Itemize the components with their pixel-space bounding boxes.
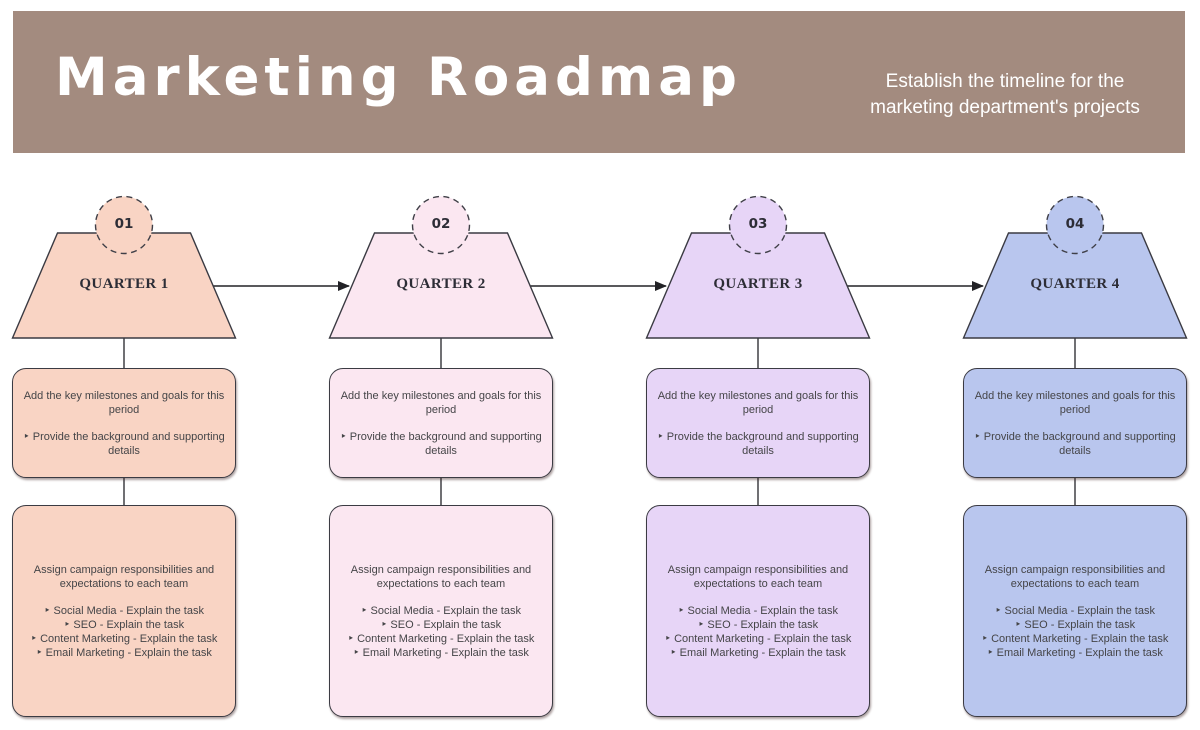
responsibilities-bullet: ‣ Social Media - Explain the task bbox=[44, 604, 204, 617]
responsibilities-bullet: ‣ Content Marketing - Explain the task bbox=[347, 632, 535, 645]
page-subtitle-line2: marketing department's projects bbox=[870, 97, 1140, 118]
quarter-1-milestones-box: Add the key milestones and goals for thi… bbox=[12, 368, 236, 478]
quarter-3-responsibilities-box: Assign campaign responsibilities and exp… bbox=[646, 505, 870, 717]
quarter-4-number-circle bbox=[1045, 195, 1105, 255]
milestones-heading: Add the key milestones and goals for thi… bbox=[23, 389, 225, 416]
milestones-heading: Add the key milestones and goals for thi… bbox=[657, 389, 859, 416]
responsibilities-bullet: ‣ Email Marketing - Explain the task bbox=[353, 646, 529, 659]
quarter-2-milestones-box: Add the key milestones and goals for thi… bbox=[329, 368, 553, 478]
milestones-heading: Add the key milestones and goals for thi… bbox=[974, 389, 1176, 416]
responsibilities-bullet: ‣ Social Media - Explain the task bbox=[678, 604, 838, 617]
responsibilities-heading: Assign campaign responsibilities and exp… bbox=[667, 563, 849, 590]
quarter-2-number: 02 bbox=[431, 216, 451, 232]
responsibilities-bullet: ‣ Social Media - Explain the task bbox=[361, 604, 521, 617]
responsibilities-heading: Assign campaign responsibilities and exp… bbox=[984, 563, 1166, 590]
responsibilities-bullet: ‣ Social Media - Explain the task bbox=[995, 604, 1155, 617]
quarter-3-number-circle bbox=[728, 195, 788, 255]
responsibilities-bullet: ‣ SEO - Explain the task bbox=[1014, 618, 1136, 631]
quarter-4-milestones-box: Add the key milestones and goals for thi… bbox=[963, 368, 1187, 478]
milestones-heading: Add the key milestones and goals for thi… bbox=[340, 389, 542, 416]
quarter-2-number-circle bbox=[411, 195, 471, 255]
quarter-4-number: 04 bbox=[1065, 216, 1085, 232]
quarter-1-label: QUARTER 1 bbox=[79, 276, 169, 292]
quarter-2-responsibilities-box: Assign campaign responsibilities and exp… bbox=[329, 505, 553, 717]
milestones-bullet: ‣ Provide the background and supporting … bbox=[974, 430, 1176, 457]
quarter-3-label: QUARTER 3 bbox=[713, 276, 803, 292]
quarter-4-responsibilities-box: Assign campaign responsibilities and exp… bbox=[963, 505, 1187, 717]
responsibilities-bullet: ‣ SEO - Explain the task bbox=[697, 618, 819, 631]
milestones-bullet: ‣ Provide the background and supporting … bbox=[657, 430, 859, 457]
responsibilities-bullet: ‣ SEO - Explain the task bbox=[63, 618, 185, 631]
milestones-bullet: ‣ Provide the background and supporting … bbox=[340, 430, 542, 457]
quarter-1-number-circle bbox=[94, 195, 154, 255]
responsibilities-heading: Assign campaign responsibilities and exp… bbox=[33, 563, 215, 590]
quarter-3-milestones-box: Add the key milestones and goals for thi… bbox=[646, 368, 870, 478]
quarter-4-label: QUARTER 4 bbox=[1030, 276, 1120, 292]
quarter-3-number: 03 bbox=[748, 216, 768, 232]
milestones-bullet: ‣ Provide the background and supporting … bbox=[23, 430, 225, 457]
responsibilities-bullet: ‣ Email Marketing - Explain the task bbox=[987, 646, 1163, 659]
responsibilities-heading: Assign campaign responsibilities and exp… bbox=[350, 563, 532, 590]
page-title: Marketing Roadmap bbox=[55, 47, 742, 108]
header-banner: Marketing Roadmap Establish the timeline… bbox=[13, 11, 1185, 153]
responsibilities-bullet: ‣ Content Marketing - Explain the task bbox=[664, 632, 852, 645]
quarter-1-responsibilities-box: Assign campaign responsibilities and exp… bbox=[12, 505, 236, 717]
responsibilities-bullet: ‣ SEO - Explain the task bbox=[380, 618, 502, 631]
page-subtitle-line1: Establish the timeline for the bbox=[885, 71, 1125, 92]
responsibilities-bullet: ‣ Email Marketing - Explain the task bbox=[36, 646, 212, 659]
quarter-2-label: QUARTER 2 bbox=[396, 276, 486, 292]
responsibilities-bullet: ‣ Content Marketing - Explain the task bbox=[981, 632, 1169, 645]
responsibilities-bullet: ‣ Content Marketing - Explain the task bbox=[30, 632, 218, 645]
responsibilities-bullet: ‣ Email Marketing - Explain the task bbox=[670, 646, 846, 659]
quarter-1-number: 01 bbox=[114, 216, 134, 232]
page-subtitle: Establish the timeline for the marketing… bbox=[835, 69, 1175, 121]
